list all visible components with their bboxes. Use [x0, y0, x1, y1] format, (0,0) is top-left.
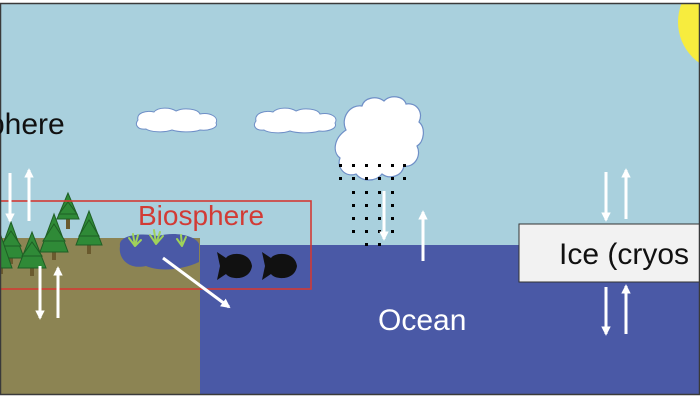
rain: [339, 164, 406, 246]
tree: [0, 220, 25, 264]
arrow-diagonal: [162, 256, 231, 309]
atmosphere-label: phere: [0, 108, 65, 141]
ice-label: Ice (cryos: [559, 238, 690, 271]
fish: [262, 252, 297, 280]
flux-arrows: [5, 168, 631, 336]
fish: [217, 252, 252, 280]
pond-plants: [128, 229, 187, 247]
ocean-label: Ocean: [378, 304, 467, 337]
tree: [75, 209, 103, 254]
ice-box: [518, 223, 700, 283]
tree: [17, 230, 47, 276]
cloud: [135, 107, 218, 133]
biosphere-label: Biosphere: [138, 200, 265, 231]
biosphere-box: [0, 200, 312, 290]
cloud: [253, 107, 337, 134]
sun: [678, 3, 700, 64]
tree: [39, 212, 69, 260]
tree: [56, 191, 80, 229]
forest: [0, 191, 103, 276]
rain-cloud: [334, 96, 424, 181]
